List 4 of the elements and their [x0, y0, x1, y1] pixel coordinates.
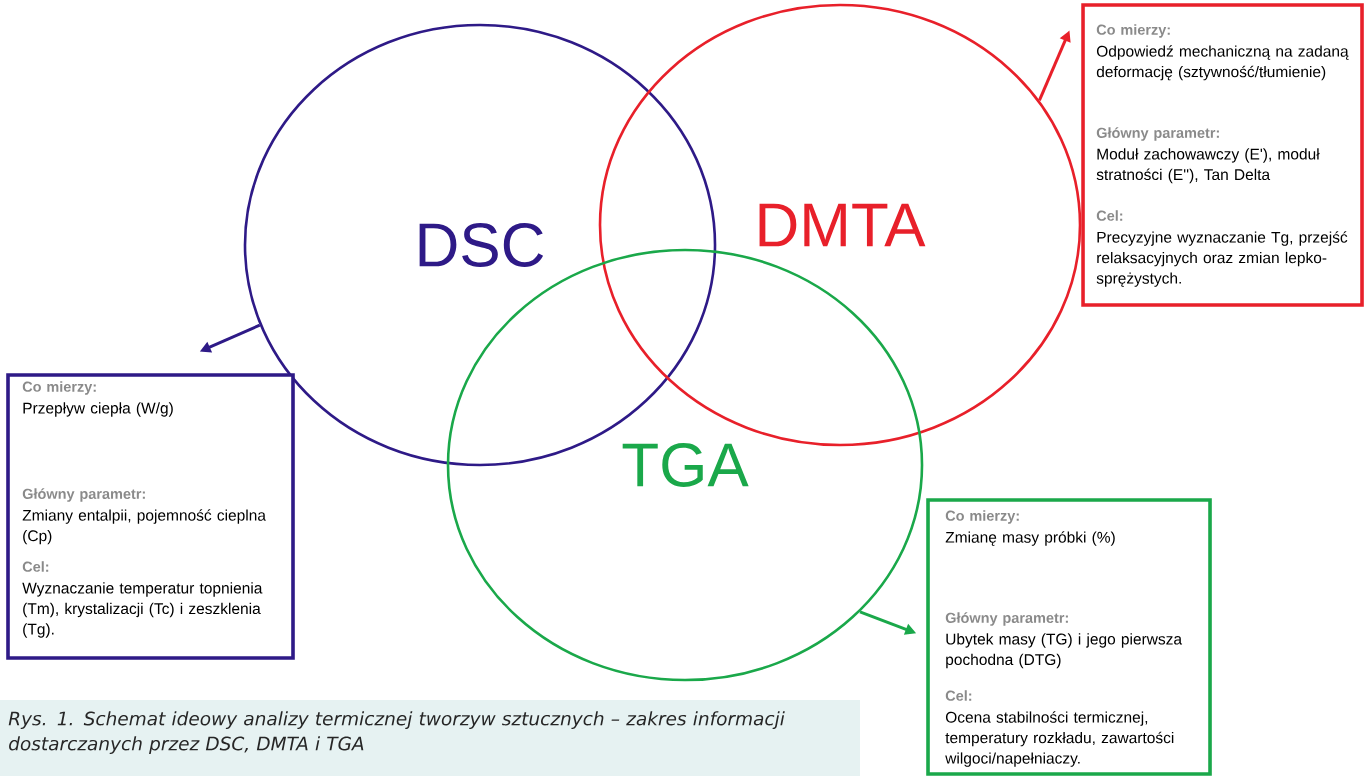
- info-box: Co mierzy: Przepływ ciepła (W/g) Główny parametr: Zmiany entalpii, pojemność cieplna (Cp) Cel: Wyznaczanie temperatur topnienia (Tm), krystalizacji (Tc) i zeszklenia (Tg).: [6, 373, 295, 660]
- caption: Rys. 1. Schemat ideowy analizy termicznej tworzyw sztucznych – zakres informacji dostarczanych przez DSC, DMTA i TGA: [0, 700, 860, 776]
- info-box: Co mierzy: Zmianę masy próbki (%) Główny parametr: Ubytek masy (TG) i jego pierwsza pochodna (DTG) Cel: Ocena stabilności termicznej, temperatury rozkładu, zawartości wilgoci/napełniaczy.: [926, 498, 1212, 776]
- info-box: Co mierzy: Odpowiedź mechaniczną na zadaną deformację (sztywność/tłumienie) Główny parametr: Moduł zachowawczy (E'), moduł stratności (E''), Tan Delta Cel: Precyzyjne wyznaczanie Tg, przejść relaksacyjnych oraz zmian lepko-sprężystych.: [1081, 3, 1364, 307]
